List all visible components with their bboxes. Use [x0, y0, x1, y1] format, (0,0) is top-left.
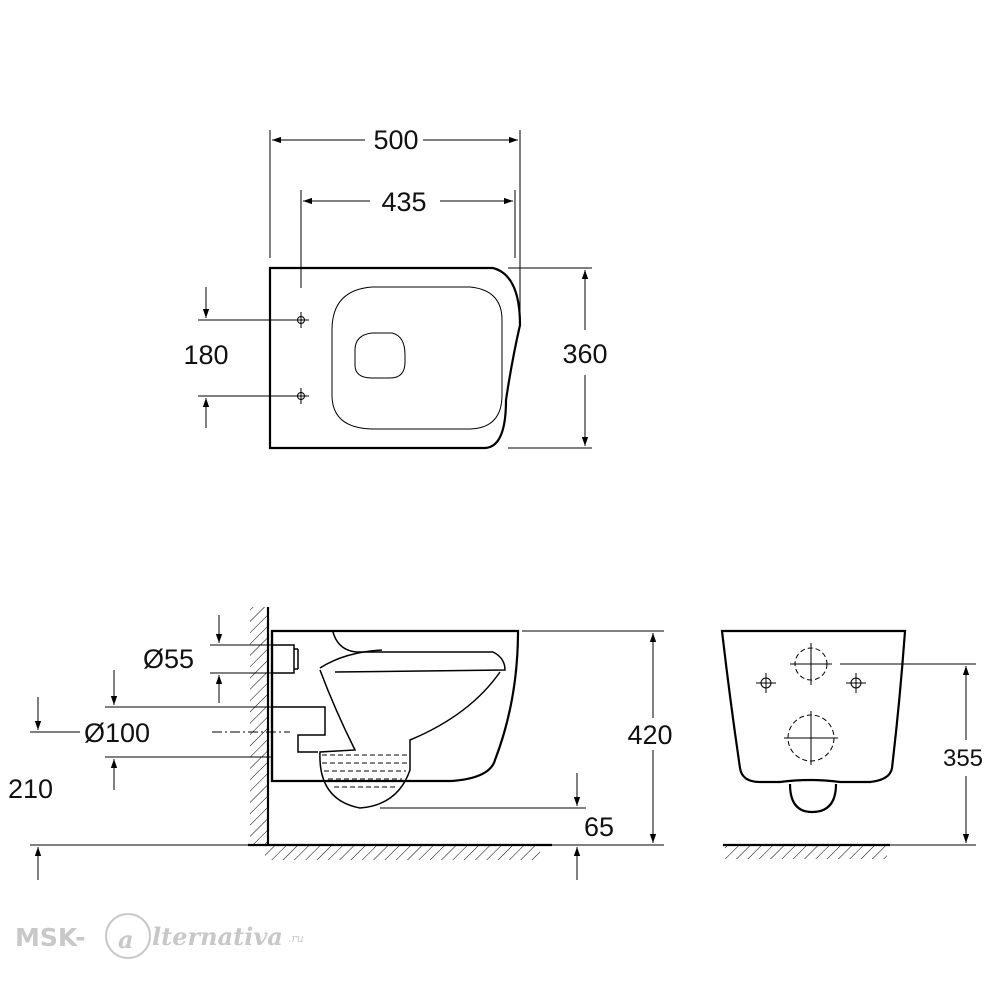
bowl-outline-front: [720, 629, 907, 784]
wall-hatch: [250, 607, 268, 844]
dim-outlet-height: 210: [8, 774, 53, 804]
dim-mount-spacing: 180: [183, 340, 228, 370]
mount-hole-upper: [293, 312, 309, 328]
bowl-trap: [319, 669, 501, 809]
dim-outlet-diameter: Ø100: [84, 718, 150, 748]
bolt-hole-right: [846, 673, 866, 693]
dim-height-overall-side: 420: [627, 720, 672, 750]
dim-height-overall-top: 360: [562, 339, 607, 369]
watermark-domain: .ru: [288, 932, 304, 945]
floor-hatch: [265, 846, 540, 860]
bowl-inner-rim: [331, 286, 503, 430]
dim-mount-height: 355: [943, 745, 983, 772]
side-view: Ø55 Ø100 210 420 65: [8, 607, 673, 880]
front-view: 355: [720, 629, 983, 859]
dim-width-overall: 500: [373, 125, 418, 155]
watermark: MSK- a lternativa .ru: [15, 913, 304, 959]
bolt-hole-left: [756, 673, 776, 693]
floor-hatch-front: [725, 846, 887, 859]
watermark-brand-right: lternativa: [152, 922, 283, 951]
bowl-outline-side: [270, 629, 520, 783]
watermark-brand-mark: a: [118, 925, 134, 954]
mount-hole-lower: [293, 388, 309, 404]
dim-inlet-diameter: Ø55: [143, 644, 194, 674]
bowl-outline-top: [268, 266, 522, 450]
drain-opening: [354, 332, 406, 379]
inlet-hole-front: [790, 643, 832, 685]
top-view: 500 435 360 180: [183, 125, 608, 450]
outlet-hole-front: [784, 711, 838, 765]
dim-width-mount: 435: [381, 187, 426, 217]
dim-bottom-clearance: 65: [584, 812, 614, 842]
watermark-logo-ring: [105, 913, 151, 959]
watermark-brand-left: MSK-: [15, 923, 85, 952]
